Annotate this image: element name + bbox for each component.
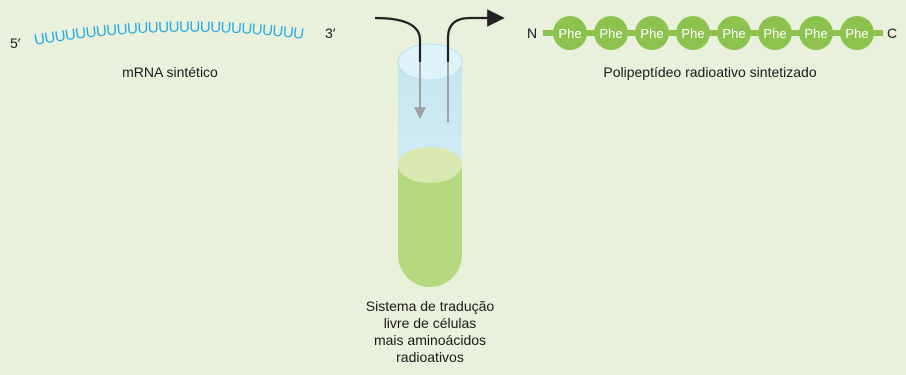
- arrow-out-of-tube: [446, 9, 505, 62]
- mrna-five-prime-label: 5′: [10, 35, 21, 51]
- amino-acid-bead: [840, 16, 874, 50]
- c-terminus-label: C: [887, 25, 897, 41]
- amino-acid-bead: [594, 16, 628, 50]
- amino-acid-bead: [553, 16, 587, 50]
- polypeptide-label: Polipeptídeo radioativo sintetizado: [603, 64, 817, 80]
- amino-acid-label: Phe: [722, 26, 745, 41]
- amino-acid-bead: [717, 16, 751, 50]
- tube-label-line: livre de células: [383, 315, 477, 331]
- tube-label-line: Sistema de tradução: [365, 298, 495, 314]
- mrna-strand: 5′ UUUUUUUUUUUUUUUUUUUUUUUUUU 3′: [10, 19, 336, 51]
- amino-acid-label: Phe: [681, 26, 704, 41]
- tube-rim: [397, 43, 463, 81]
- amino-acid-label: Phe: [763, 26, 786, 41]
- amino-acid-label: Phe: [558, 26, 581, 41]
- test-tube: [397, 43, 463, 287]
- mrna-three-prime-label: 3′: [325, 25, 336, 41]
- amino-acid-label: Phe: [804, 26, 827, 41]
- amino-acid-bead: [676, 16, 710, 50]
- amino-acid-bead: [635, 16, 669, 50]
- amino-acid-label: Phe: [640, 26, 663, 41]
- amino-acid-bead: [758, 16, 792, 50]
- tube-liquid: [398, 165, 462, 287]
- arrow-into-tube: [374, 16, 422, 62]
- tube-label-line: radioativos: [396, 349, 464, 365]
- n-terminus-label: N: [527, 25, 537, 41]
- tube-label: Sistema de tradução livre de células mai…: [335, 298, 525, 366]
- mrna-sequence: UUUUUUUUUUUUUUUUUUUUUUUUUU: [33, 19, 305, 49]
- peptide-bond-link: [543, 30, 883, 36]
- liquid-surface: [398, 147, 462, 183]
- amino-acid-label: Phe: [845, 26, 868, 41]
- polypeptide-chain: N Phe Phe Phe Phe Phe Phe Phe Phe C: [527, 16, 897, 50]
- mrna-label: mRNA sintético: [122, 64, 218, 80]
- tube-label-line: mais aminoácidos: [373, 332, 487, 348]
- amino-acid-bead: [799, 16, 833, 50]
- amino-acid-label: Phe: [599, 26, 622, 41]
